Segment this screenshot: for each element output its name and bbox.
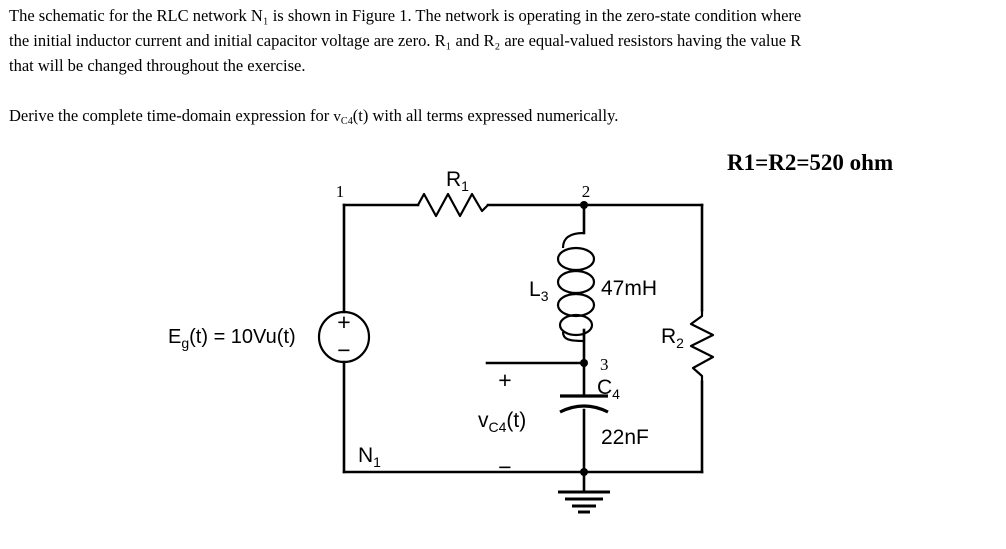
problem-line-3: that will be changed throughout the exer… xyxy=(9,56,306,75)
resistor-r2-symbol xyxy=(689,308,715,384)
capacitor-c4-label: C4 xyxy=(597,376,620,402)
inductor-l3-label: L3 xyxy=(529,278,549,304)
vc4-probe-label: vC4(t) xyxy=(478,409,526,435)
capacitor-c4-symbol xyxy=(559,394,609,414)
derive-suffix: (t) with all terms expressed numerically… xyxy=(352,106,619,125)
inductor-l3-symbol xyxy=(556,231,596,343)
vc4-probe-base: v xyxy=(478,409,489,432)
resistor-value-annotation: R1=R2=520 ohm xyxy=(727,150,894,175)
voltage-source-symbol xyxy=(317,310,371,364)
derive-instruction: Derive the complete time-domain expressi… xyxy=(9,103,997,134)
node-2-dot xyxy=(580,201,588,209)
derive-prefix: Derive the complete time-domain expressi… xyxy=(9,106,334,125)
resistor-r1-label-base: R xyxy=(446,168,461,191)
problem-statement: The schematic for the RLC network N₁ is … xyxy=(9,3,997,134)
node-2-label: 2 xyxy=(582,182,591,201)
problem-line-2: the initial inductor current and initial… xyxy=(9,31,802,50)
vc4-variable-subscript: C4 xyxy=(340,115,353,127)
problem-line-1: The schematic for the RLC network N₁ is … xyxy=(9,6,802,25)
source-equation-text: (t) = 10Vu(t) xyxy=(189,326,296,348)
node-ground-dot xyxy=(580,468,588,476)
source-minus-sign: − xyxy=(337,337,350,363)
source-equation-label: Eg(t) = 10Vu(t) xyxy=(168,326,296,351)
probe-plus-sign: + xyxy=(498,367,511,393)
resistor-r1-label: R1 xyxy=(446,168,469,194)
vc4-probe-tail: (t) xyxy=(506,409,526,432)
source-plus-sign: + xyxy=(337,309,350,335)
capacitor-c4-label-sub: 4 xyxy=(612,386,620,402)
vc4-probe-sub: C4 xyxy=(489,419,507,435)
inductor-l3-value: 47mH xyxy=(601,277,657,300)
node-3-label: 3 xyxy=(600,355,609,374)
vc4-variable-base: v xyxy=(333,109,341,125)
resistor-r1-label-sub: 1 xyxy=(461,178,469,194)
source-label-base: E xyxy=(168,326,181,348)
network-n1-label-base: N xyxy=(358,444,373,467)
resistor-r2-label-sub: 2 xyxy=(676,335,684,351)
probe-minus-sign: − xyxy=(498,454,511,480)
ground-symbol xyxy=(558,490,610,514)
network-n1-label-sub: 1 xyxy=(373,454,381,470)
source-label-sub: g xyxy=(181,335,189,351)
inductor-l3-label-sub: 3 xyxy=(541,288,549,304)
capacitor-c4-value: 22nF xyxy=(601,426,649,449)
network-n1-label: N1 xyxy=(358,444,381,470)
vc4-variable: vC4 xyxy=(333,109,353,127)
resistor-r2-label-base: R xyxy=(661,325,676,348)
node-1-label: 1 xyxy=(336,182,345,201)
node-3-dot xyxy=(580,359,588,367)
resistor-r2-label: R2 xyxy=(661,325,684,351)
capacitor-c4-label-base: C xyxy=(597,376,612,399)
resistor-r1-symbol xyxy=(416,192,490,218)
inductor-l3-label-base: L xyxy=(529,278,541,301)
